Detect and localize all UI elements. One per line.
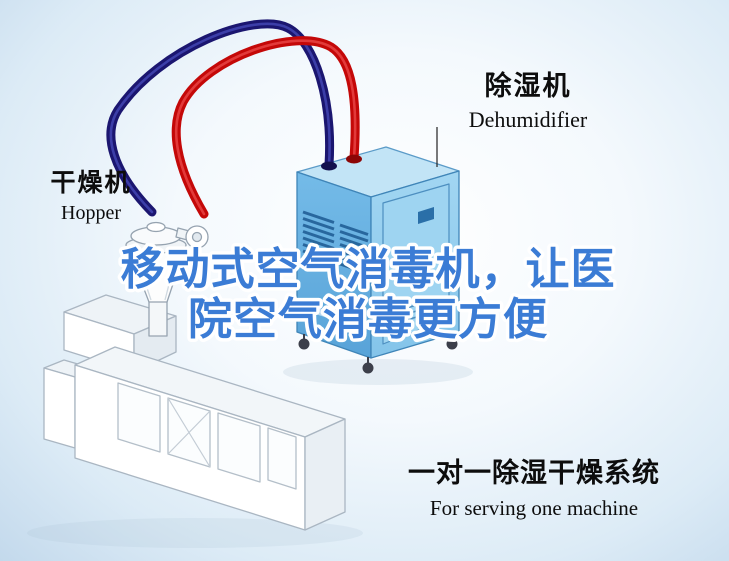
hopper-label-cn: 干燥机	[50, 169, 132, 197]
extruder-body-end	[304, 418, 346, 531]
hopper-label: 干燥机 Hopper	[34, 163, 148, 225]
dehumidifier-label-en: Dehumidifier	[468, 107, 588, 132]
pipes	[106, 19, 362, 219]
headline-line-1: 移动式空气消毒机，让医	[121, 245, 616, 294]
system-label-en: For serving one machine	[429, 496, 639, 520]
extruder-left-cabinet-front	[43, 367, 76, 449]
dehumidifier-label-cn: 除湿机	[484, 71, 572, 101]
system-label-cn: 一对一除湿干燥系统	[408, 458, 660, 488]
dehumidifier-vent-slats-right	[339, 223, 369, 275]
hopper-mount	[148, 299, 168, 337]
ground-shadows	[27, 359, 473, 548]
extruder-panel-cross-brace	[167, 397, 211, 468]
headline-line-2: 院空气消毒更方便	[188, 295, 548, 344]
dehumidifier-vent-slats-left	[302, 210, 335, 263]
hopper-lid-knob	[146, 221, 166, 233]
hopper-label-en: Hopper	[61, 202, 121, 224]
dehumidifier-side-door-vents	[392, 298, 438, 325]
dehumidifier-side-door	[382, 183, 450, 345]
dehumidifier-side-badge	[418, 207, 434, 224]
extruder-illustration	[43, 294, 346, 531]
dehumidifier-illustration	[296, 146, 460, 374]
dehumidifier-logo-strip	[303, 303, 334, 320]
system-label: 一对一除湿干燥系统 For serving one machine	[396, 451, 672, 521]
red-pipe-highlight	[174, 39, 357, 216]
navy-pipe-fitting	[321, 161, 337, 171]
dehumidifier-casters	[298, 334, 458, 374]
red-pipe-fitting	[346, 154, 362, 164]
dehumidifier-label: 除湿机 Dehumidifier	[452, 64, 604, 133]
navy-pipe-highlight	[109, 22, 331, 214]
hopper-illustration	[125, 221, 209, 337]
